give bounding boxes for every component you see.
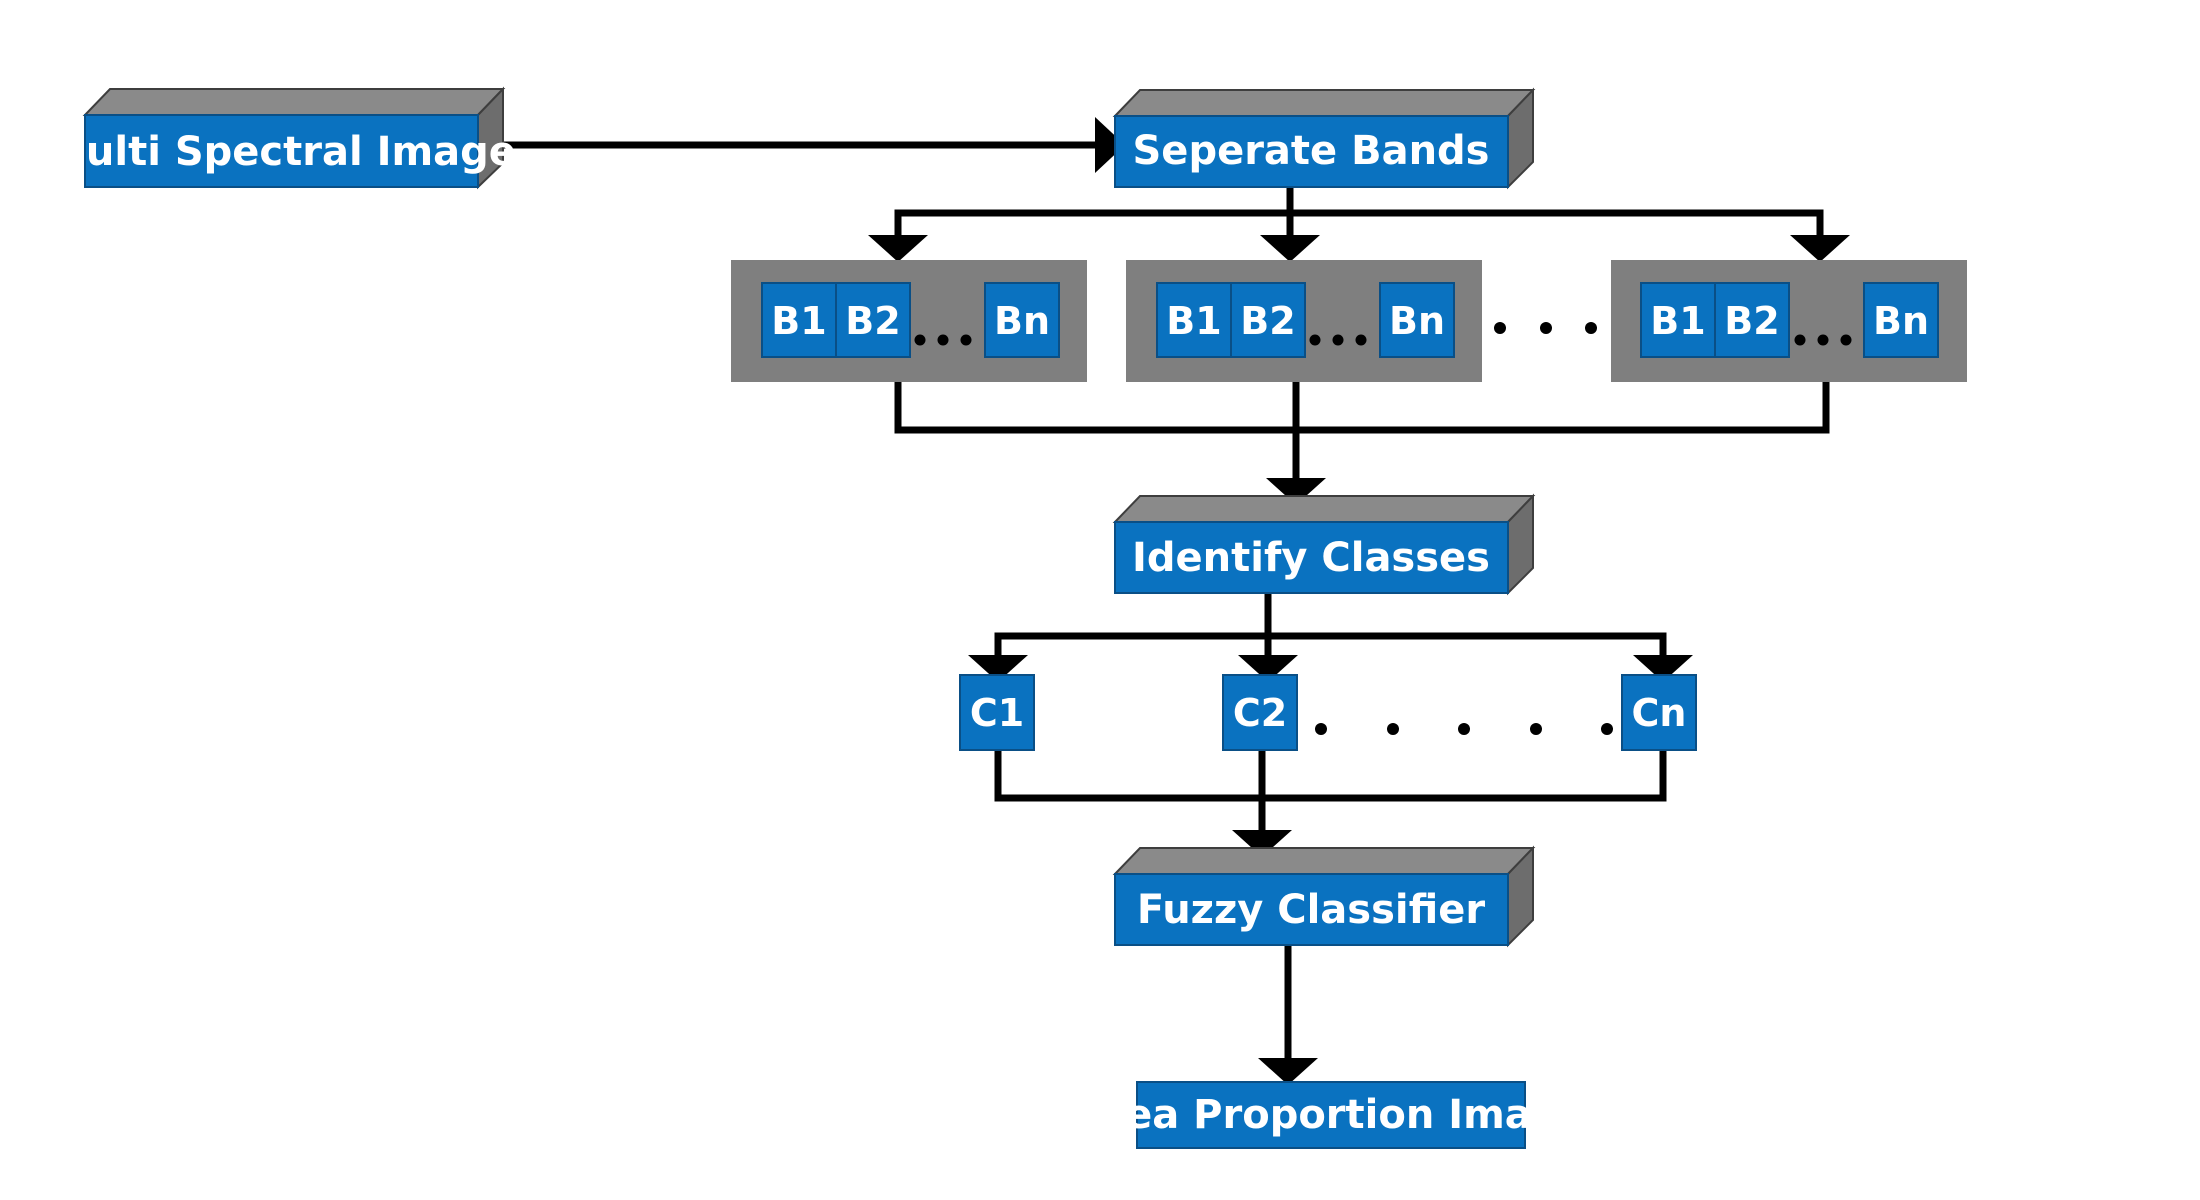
box-front-face xyxy=(84,114,479,188)
ellipsis-dot xyxy=(1601,723,1613,735)
class-box xyxy=(1222,674,1298,751)
box-front-face xyxy=(1114,873,1509,946)
band-label: B2 xyxy=(845,299,900,343)
class-label: C2 xyxy=(1233,691,1287,735)
ellipsis-dot xyxy=(1817,334,1829,346)
node-label: Fuzzy Classifier xyxy=(1137,887,1486,933)
band-label: Bn xyxy=(994,299,1050,343)
ellipsis-dot xyxy=(1585,322,1597,334)
band-label: B1 xyxy=(1166,299,1221,343)
node-multi-spectral-image: Multi Spectral Image xyxy=(46,86,516,190)
arrowhead-to-cn xyxy=(1633,655,1693,682)
band-box-b1 xyxy=(1640,282,1716,358)
node-seperate-bands: Seperate Bands xyxy=(1112,87,1536,190)
arrowhead-to-identify xyxy=(1266,478,1326,505)
ellipsis-dot xyxy=(1315,723,1327,735)
band-label: B1 xyxy=(1650,299,1705,343)
band-box-bn xyxy=(1379,282,1455,358)
node-label: Seperate Bands xyxy=(1133,128,1490,174)
class-ellipsis xyxy=(1315,723,1613,735)
box-front-face xyxy=(1114,115,1509,188)
band-box-b2 xyxy=(1714,282,1790,358)
band-label: Bn xyxy=(1389,299,1445,343)
node-area-proportion-image: Area Proportion Image xyxy=(1074,1081,1588,1149)
ellipsis-dot xyxy=(960,334,972,346)
ellipsis-dot xyxy=(1840,334,1852,346)
band-box-bn xyxy=(1863,282,1939,358)
class-label: C1 xyxy=(970,691,1024,735)
band-group-1: B1 B2 Bn xyxy=(731,260,1087,382)
ellipsis-dot xyxy=(914,334,926,346)
band-box-b2 xyxy=(1230,282,1306,358)
class-cn: Cn xyxy=(1621,674,1697,751)
arrowhead-to-c1 xyxy=(968,655,1028,682)
band-label: B2 xyxy=(1240,299,1295,343)
arrowhead-to-area xyxy=(1258,1058,1318,1085)
node-label: Multi Spectral Image xyxy=(46,129,516,175)
box-top-face xyxy=(1112,89,1536,117)
band-box-b1 xyxy=(761,282,837,358)
box-front-face xyxy=(1136,1081,1526,1149)
arrowhead-to-c2 xyxy=(1238,655,1298,682)
ellipsis-dot xyxy=(1540,322,1552,334)
ellipsis-dot xyxy=(1309,334,1321,346)
arrowhead-to-bands xyxy=(1095,117,1125,173)
ellipsis-dot xyxy=(1355,334,1367,346)
ellipsis-dot xyxy=(1387,723,1399,735)
class-c1: C1 xyxy=(959,674,1035,751)
arrowhead-to-fuzzy xyxy=(1232,830,1292,857)
box-top-face xyxy=(82,88,506,116)
node-label: Identify Classes xyxy=(1132,535,1490,581)
band-group-2: B1 B2 Bn xyxy=(1126,260,1482,382)
band-box-bn xyxy=(984,282,1060,358)
box-front-face xyxy=(1114,521,1509,594)
connectors xyxy=(489,117,1850,1085)
ellipsis-dot xyxy=(1458,723,1470,735)
band-group-3: B1 B2 Bn xyxy=(1611,260,1967,382)
class-box xyxy=(1621,674,1697,751)
ellipsis-dot xyxy=(937,334,949,346)
ellipsis-dot xyxy=(1332,334,1344,346)
ellipsis-dot xyxy=(1530,723,1542,735)
box-top-face xyxy=(1112,495,1536,523)
band-label: B2 xyxy=(1724,299,1779,343)
arrowhead-to-group-3 xyxy=(1790,235,1850,262)
ellipsis-dot xyxy=(1794,334,1806,346)
band-box-b2 xyxy=(835,282,911,358)
band-label: B1 xyxy=(771,299,826,343)
band-label: Bn xyxy=(1873,299,1929,343)
node-identify-classes: Identify Classes xyxy=(1112,493,1536,596)
arrowhead-to-group-1 xyxy=(868,235,928,262)
node-label: Area Proportion Image xyxy=(1074,1092,1587,1138)
box-top-face xyxy=(1112,847,1536,875)
band-box-b1 xyxy=(1156,282,1232,358)
class-label: Cn xyxy=(1632,691,1687,735)
arrowhead-to-group-2 xyxy=(1260,235,1320,262)
class-box xyxy=(959,674,1035,751)
node-fuzzy-classifier: Fuzzy Classifier xyxy=(1112,845,1536,948)
class-c2: C2 xyxy=(1222,674,1298,751)
group-ellipsis xyxy=(1494,322,1597,334)
ellipsis-dot xyxy=(1494,322,1506,334)
